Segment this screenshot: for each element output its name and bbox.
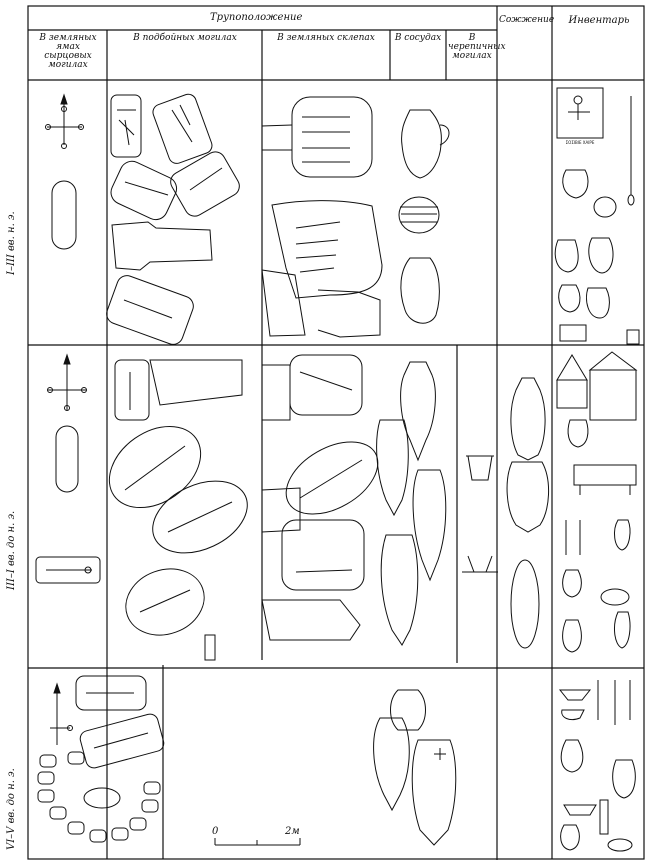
row2-tile-grave [35,556,101,584]
row1-pit-grave-outline [51,180,77,250]
naiskos-stele-small [556,354,588,381]
row2-niche-graves [108,359,248,661]
row2-pit-grave-outline [55,425,79,493]
row2-cremation-urns [506,377,550,649]
row1-vessel-burials [398,109,450,324]
funerary-stele-with-rider [556,87,604,139]
row1-niche-graves [106,93,240,345]
row3-grave-goods [558,680,636,852]
col-header-chamber-tombs: В земляных склепах [277,33,375,43]
naiskos-stele-with-rider [588,351,638,371]
row2-grave-goods [556,351,638,653]
row2-amphora-burials [376,361,447,646]
row-label-6th-5th-century-bc: VI–V вв. до н. э. [6,768,17,850]
group-title-inhumation: Трупоположение [210,12,303,23]
row-label-1st-3rd-century-ad: I–III вв. н. э. [6,211,17,275]
row-label-3rd-1st-century-bc: III–I вв. до н. э. [6,510,17,590]
col-header-grave-goods: Инвентарь [568,15,630,26]
row2-pit-orientation-icon [47,353,87,411]
row2-chamber-tombs [261,354,379,641]
row3-pit-graves [37,675,165,843]
row1-chamber-tombs [261,96,383,338]
col-header-vessel-burials: В сосудах [394,33,442,43]
col-header-pit-graves: В земляных ямах сырцовых могилах [39,33,97,70]
row2-tile-burials [462,455,498,573]
scale-bar [214,838,301,846]
col-header-tile-graves: В черепичных могилах [448,33,506,61]
stele-caption: ΣΟΣΙΒΙΕ ΧΑΙΡΕ [565,140,595,145]
col-header-cremation: Сожжение [499,15,555,25]
row3-stone-ring-grave [37,751,161,843]
scale-label-end: 2м [285,826,300,837]
scale-label-start: 0 [212,826,219,837]
row1-grave-goods [554,87,640,345]
row3-amphora-burials [373,689,457,846]
col-header-niche-graves: В подбойных могилах [133,33,237,43]
table-grid [27,5,645,860]
row1-pit-orientation-icon [45,93,84,149]
